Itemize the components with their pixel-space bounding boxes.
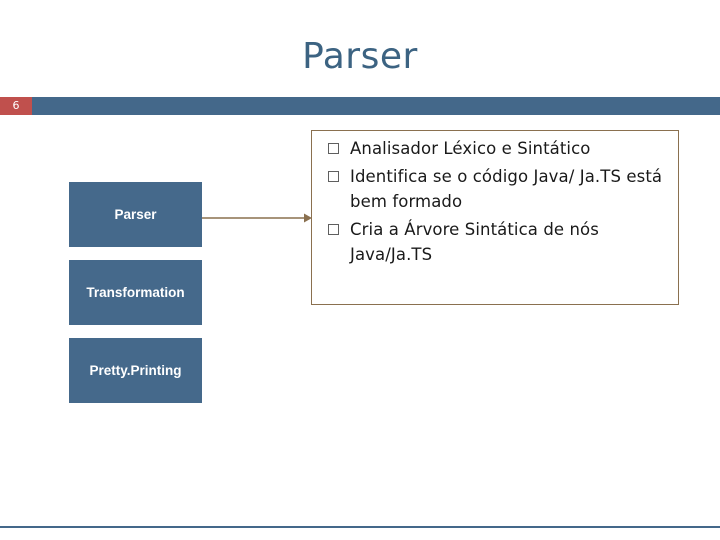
footer-divider	[0, 526, 720, 528]
stack-box-pretty-printing[interactable]: Pretty.Printing	[69, 338, 202, 403]
list-item: Analisador Léxico e Sintático	[321, 136, 669, 161]
square-outline-icon	[328, 224, 339, 235]
list-item: Identifica se o código Java/ Ja.TS está …	[321, 164, 669, 214]
list-item-text: Cria a Árvore Sintática de nós Java/Ja.T…	[350, 220, 599, 264]
stack-box-parser[interactable]: Parser	[69, 182, 202, 247]
page-title: Parser	[302, 36, 418, 77]
stack-box-transformation[interactable]: Transformation	[69, 260, 202, 325]
arrow-right-icon	[202, 213, 312, 223]
stack-box-label: Pretty.Printing	[89, 363, 182, 378]
stack-box-label: Transformation	[86, 285, 185, 300]
list-item-text: Analisador Léxico e Sintático	[350, 139, 591, 158]
list-item-text: Identifica se o código Java/ Ja.TS está …	[350, 167, 663, 211]
square-outline-icon	[328, 143, 339, 154]
bullet-list: Analisador Léxico e Sintático Identifica…	[311, 130, 679, 270]
stack-box-label: Parser	[114, 207, 157, 222]
slide-number-badge: 6	[0, 97, 32, 115]
list-item: Cria a Árvore Sintática de nós Java/Ja.T…	[321, 217, 669, 267]
process-stack: Parser Transformation Pretty.Printing	[69, 182, 202, 416]
header-bar	[0, 97, 720, 115]
square-outline-icon	[328, 171, 339, 182]
content-panel	[311, 130, 679, 305]
